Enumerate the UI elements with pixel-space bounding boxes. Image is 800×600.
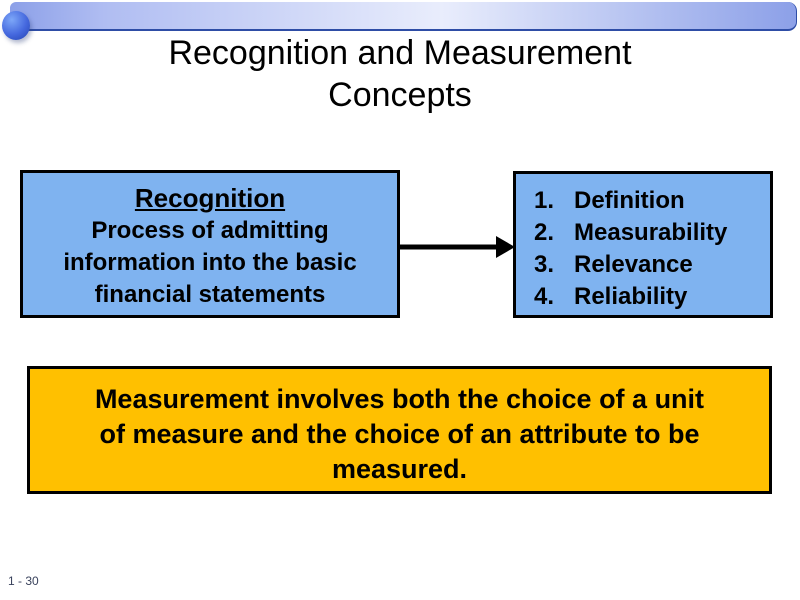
page-title: Recognition and Measurement Concepts [0, 32, 800, 116]
recognition-box: Recognition Process of admitting informa… [20, 170, 400, 318]
page-title-line2: Concepts [328, 76, 472, 114]
recognition-heading: Recognition [134, 183, 286, 213]
list-item-label: Reliability [574, 283, 688, 310]
measurement-text-line3: measured. [331, 454, 468, 484]
header-decoration-bar [10, 2, 797, 31]
measurement-text-line2: of measure and the choice of an attribut… [99, 419, 700, 449]
corner-sphere-icon [2, 11, 30, 40]
list-item-number: 3. [534, 251, 555, 278]
list-item-number: 4. [534, 283, 555, 310]
list-item-number: 2. [534, 219, 555, 246]
page-title-line1: Recognition and Measurement [168, 34, 632, 72]
criteria-box: 1. Definition 2. Measurability 3. Releva… [513, 171, 773, 318]
recognition-body: Process of admitting information into th… [23, 215, 397, 311]
recognition-body-line1: Process of admitting [91, 217, 329, 244]
list-item: 2. Measurability [534, 217, 770, 249]
list-item-label: Definition [574, 187, 685, 214]
measurement-text-line1: Measurement involves both the choice of … [94, 384, 705, 414]
list-item-number: 1. [534, 187, 555, 214]
right-arrow-icon [399, 236, 515, 258]
measurement-box: Measurement involves both the choice of … [27, 366, 772, 494]
recognition-body-line3: financial statements [94, 281, 326, 308]
list-item: 1. Definition [534, 185, 770, 217]
recognition-body-line2: information into the basic [63, 249, 357, 276]
list-item-label: Relevance [574, 251, 693, 278]
list-item-label: Measurability [574, 219, 728, 246]
page-number: 1 - 30 [8, 574, 39, 588]
list-item: 4. Reliability [534, 281, 770, 313]
list-item: 3. Relevance [534, 249, 770, 281]
